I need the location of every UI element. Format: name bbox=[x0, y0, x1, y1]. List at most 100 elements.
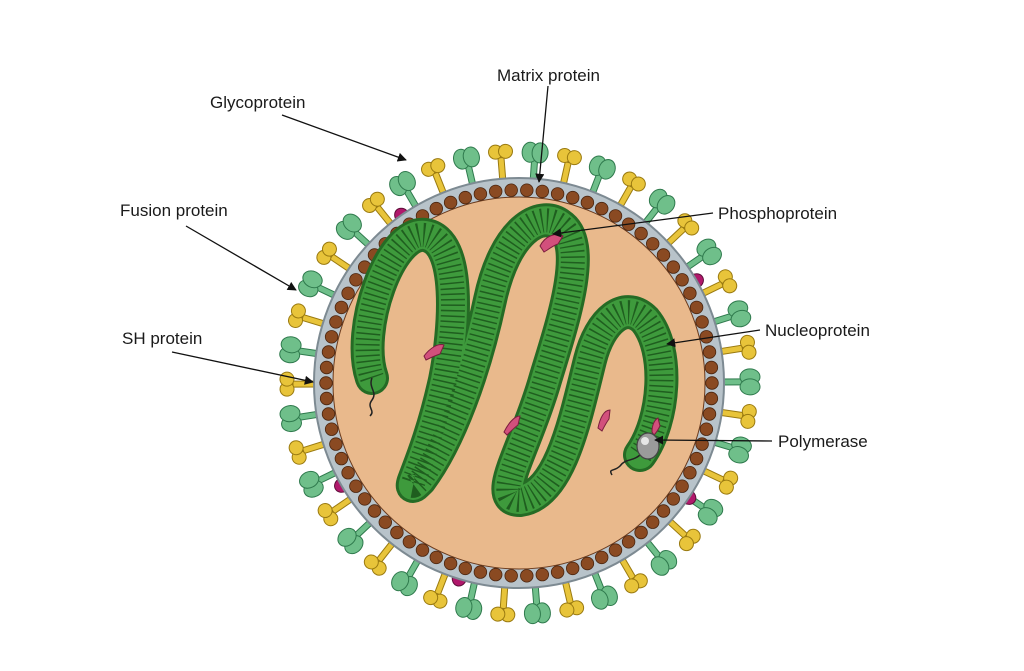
matrix-bead bbox=[504, 183, 518, 197]
label-matrix-protein: Matrix protein bbox=[497, 66, 600, 85]
fusion-protein-spike bbox=[715, 334, 757, 360]
matrix-bead bbox=[689, 300, 704, 315]
matrix-bead bbox=[319, 376, 333, 390]
nucleoprotein-leader bbox=[666, 329, 761, 348]
matrix-bead bbox=[473, 187, 488, 201]
matrix-bead bbox=[566, 561, 580, 576]
matrix-bead bbox=[319, 391, 334, 406]
matrix-bead bbox=[550, 565, 565, 579]
polymerase-molecule bbox=[636, 432, 660, 460]
matrix-bead bbox=[334, 300, 349, 315]
matrix-bead bbox=[390, 525, 404, 540]
sh-protein-leader bbox=[171, 351, 314, 385]
matrix-bead bbox=[646, 515, 660, 529]
matrix-bead bbox=[429, 201, 444, 216]
matrix-bead bbox=[458, 561, 473, 576]
matrix-bead bbox=[341, 466, 355, 480]
matrix-bead bbox=[535, 567, 550, 582]
label-polymerase: Polymerase bbox=[778, 432, 868, 451]
matrix-bead bbox=[666, 260, 681, 274]
matrix-bead bbox=[367, 504, 382, 518]
matrix-bead bbox=[349, 273, 363, 287]
fusion-protein-spike bbox=[488, 143, 513, 185]
matrix-bead bbox=[520, 569, 534, 583]
matrix-bead bbox=[580, 556, 595, 571]
matrix-bead bbox=[443, 556, 458, 571]
matrix-bead bbox=[634, 525, 648, 540]
matrix-bead bbox=[634, 226, 648, 241]
matrix-bead bbox=[458, 190, 473, 205]
phosphoprotein-5 bbox=[651, 417, 661, 436]
glycoprotein-spike bbox=[681, 238, 722, 273]
matrix-bead bbox=[608, 543, 623, 557]
matrix-bead bbox=[358, 492, 372, 506]
matrix-bead bbox=[666, 492, 681, 506]
glycoprotein-leader bbox=[281, 114, 407, 162]
matrix-bead bbox=[656, 504, 671, 518]
matrix-bead bbox=[695, 437, 709, 451]
matrix-bead bbox=[683, 286, 697, 301]
label-glycoprotein: Glycoprotein bbox=[210, 93, 305, 112]
fusion-protein-spike bbox=[490, 581, 516, 623]
matrix-bead bbox=[675, 479, 689, 493]
matrix-bead bbox=[415, 543, 430, 557]
matrix-bead bbox=[334, 451, 349, 466]
matrix-bead bbox=[443, 195, 458, 210]
matrix-bead bbox=[378, 515, 393, 529]
phosphoprotein-4 bbox=[597, 409, 611, 432]
matrix-protein-layer bbox=[319, 183, 719, 583]
phosphoprotein-2 bbox=[423, 344, 445, 361]
matrix-bead bbox=[675, 273, 689, 287]
matrix-bead bbox=[702, 407, 717, 421]
matrix-bead bbox=[349, 479, 363, 493]
label-leaders bbox=[171, 85, 773, 445]
matrix-bead bbox=[429, 550, 444, 565]
phosphoprotein-1 bbox=[539, 233, 564, 253]
glycoprotein-spike bbox=[589, 567, 618, 610]
matrix-bead bbox=[319, 360, 334, 375]
matrix-bead bbox=[550, 187, 565, 201]
matrix-bead bbox=[489, 567, 503, 582]
matrix-bead bbox=[704, 360, 719, 375]
polymerase-leader bbox=[654, 435, 773, 445]
matrix-bead bbox=[329, 437, 343, 451]
matrix-bead bbox=[646, 237, 660, 251]
matrix-bead bbox=[321, 345, 336, 359]
matrix-bead bbox=[621, 535, 636, 549]
phosphoprotein-3 bbox=[503, 415, 521, 436]
label-phosphoprotein: Phosphoprotein bbox=[718, 204, 837, 223]
nucleocapsid-strand bbox=[350, 203, 679, 518]
matrix-bead bbox=[705, 376, 719, 390]
matrix-bead bbox=[329, 315, 343, 329]
matrix-bead bbox=[689, 451, 704, 466]
matrix-bead bbox=[595, 201, 609, 216]
label-fusion-protein: Fusion protein bbox=[120, 201, 228, 220]
matrix-bead bbox=[324, 422, 339, 436]
matrix-bead bbox=[702, 345, 717, 359]
matrix-bead bbox=[402, 535, 417, 549]
matrix-bead bbox=[341, 286, 355, 301]
glycoprotein-spike bbox=[279, 405, 323, 433]
phosphoprotein-molecules bbox=[423, 233, 661, 436]
matrix-bead bbox=[566, 190, 580, 205]
matrix-bead bbox=[489, 184, 503, 199]
matrix-bead bbox=[473, 565, 488, 579]
glycoprotein-spike bbox=[279, 336, 323, 364]
phosphoprotein-leader bbox=[552, 212, 714, 238]
fusion-protein-leader bbox=[185, 225, 297, 291]
matrix-bead bbox=[321, 407, 336, 421]
matrix-bead bbox=[704, 391, 719, 406]
fusion-protein-spike bbox=[715, 403, 757, 429]
label-nucleoprotein: Nucleoprotein bbox=[765, 321, 870, 340]
matrix-bead bbox=[520, 183, 534, 197]
label-sh-protein: SH protein bbox=[122, 329, 202, 348]
matrix-bead bbox=[695, 315, 709, 329]
matrix-bead bbox=[608, 209, 623, 223]
glycoprotein-spike bbox=[521, 141, 549, 185]
matrix-bead bbox=[580, 195, 595, 210]
glycoprotein-spike bbox=[641, 536, 678, 576]
matrix-bead bbox=[504, 569, 518, 583]
glycoprotein-spike bbox=[718, 368, 761, 396]
matrix-bead bbox=[683, 466, 697, 480]
